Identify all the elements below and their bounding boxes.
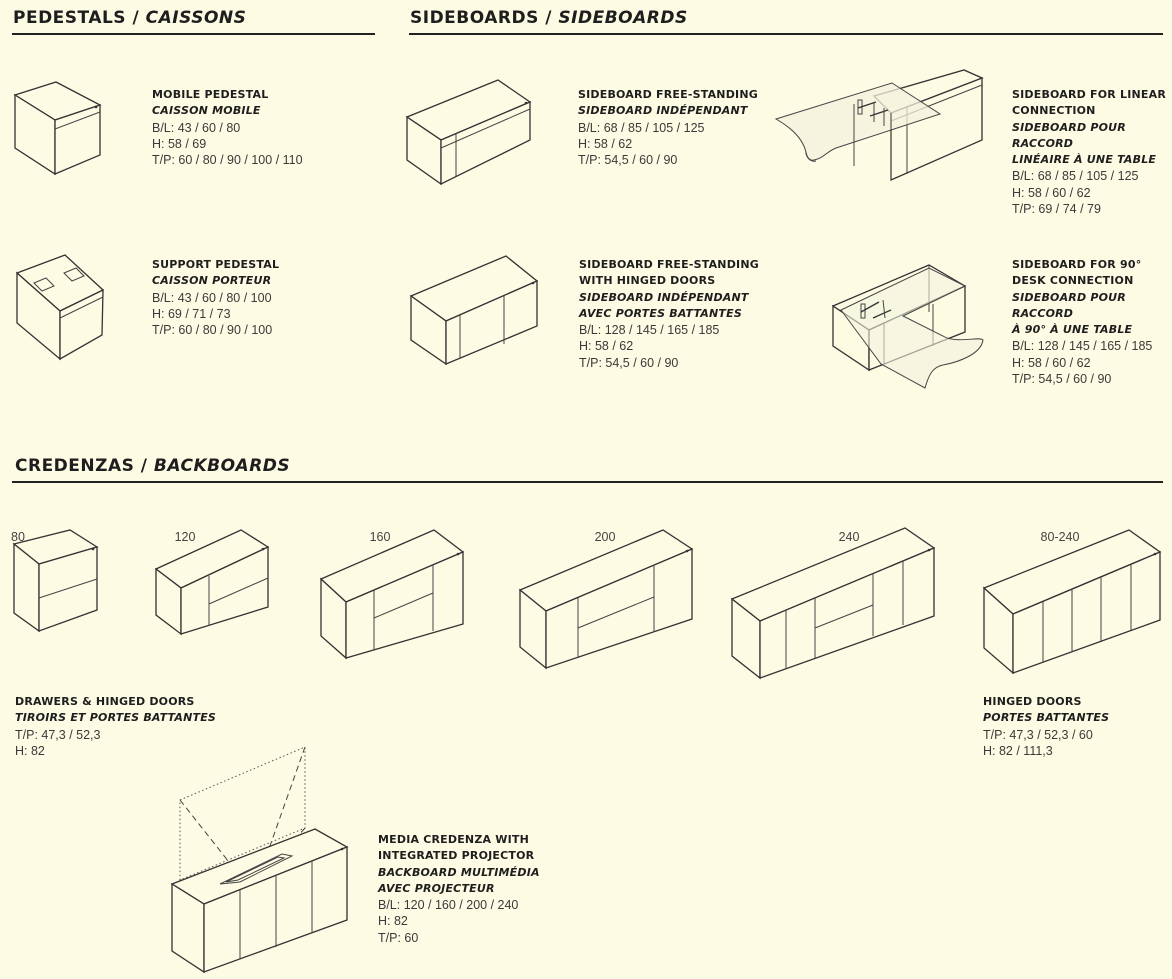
credenza-width-label: 200 <box>594 530 616 544</box>
product-name: SIDEBOARD FREE-STANDING <box>578 88 758 101</box>
spec-height: H: 58 / 60 / 62 <box>1012 355 1091 370</box>
product-name: INTEGRATED PROJECTOR <box>378 849 535 863</box>
sideboard-free-standing-drawing <box>406 80 536 186</box>
sideboard-linear-connection-drawing <box>774 70 990 184</box>
product-name-fr: AVEC PORTES BATTANTES <box>579 306 742 320</box>
spec-height: H: 58 / 62 <box>578 136 633 151</box>
spec-depth: T/P: 69 / 74 / 79 <box>1012 202 1101 217</box>
product-name: MOBILE PEDESTAL <box>152 88 269 101</box>
credenza-200-drawing <box>519 530 695 670</box>
sideboard-hinged-doors-drawing <box>410 256 540 366</box>
product-name-fr: CAISSON MOBILE <box>152 104 261 118</box>
spec-depth: T/P: 60 / 80 / 90 / 100 <box>152 323 273 338</box>
spec-width: B/L: 43 / 60 / 80 / 100 <box>152 290 272 305</box>
section-title-fr: CAISSONS <box>145 8 247 28</box>
section-title-credenzas: CREDENZAS / BACKBOARDS <box>15 456 290 476</box>
product-name: SUPPORT PEDESTAL <box>152 258 280 271</box>
spec-depth: T/P: 54,5 / 60 / 90 <box>1012 372 1112 387</box>
section-rule-pedestals <box>12 33 375 35</box>
product-name: HINGED DOORS <box>983 695 1082 708</box>
section-title-sideboards: SIDEBOARDS / SIDEBOARDS <box>410 8 688 28</box>
spec-depth: T/P: 54,5 / 60 / 90 <box>579 355 679 370</box>
spec-width: B/L: 43 / 60 / 80 <box>152 120 241 135</box>
section-title-en: PEDESTALS <box>13 8 127 28</box>
spec-depth: T/P: 60 / 80 / 90 / 100 / 110 <box>152 153 303 168</box>
section-title-fr: BACKBOARDS <box>153 456 291 476</box>
spec-height: H: 58 / 62 <box>579 339 634 354</box>
product-name: SIDEBOARD FOR 90° <box>1012 258 1142 271</box>
spec-width: B/L: 128 / 145 / 165 / 185 <box>579 323 720 338</box>
credenza-width-label: 240 <box>838 530 860 544</box>
mobile-pedestal-desc: MOBILE PEDESTAL CAISSON MOBILE B/L: 43 /… <box>152 87 303 168</box>
sideboard-90-connection-desc: SIDEBOARD FOR 90° DESK CONNECTION SIDEBO… <box>1012 257 1172 387</box>
spec-height: H: 58 / 69 <box>152 136 207 151</box>
product-name-fr: SIDEBOARD POUR RACCORD <box>1012 120 1126 150</box>
sideboard-90-connection-drawing <box>833 262 973 392</box>
section-title-pedestals: PEDESTALS / CAISSONS <box>13 8 246 28</box>
product-name-fr: SIDEBOARD POUR RACCORD <box>1012 290 1126 320</box>
credenza-width-label: 120 <box>174 530 196 544</box>
spec-width: B/L: 128 / 145 / 165 / 185 <box>1012 339 1153 354</box>
credenza-80-240-drawing <box>983 530 1163 675</box>
support-pedestal-drawing <box>16 255 106 361</box>
product-name: SIDEBOARD FREE-STANDING <box>579 258 759 271</box>
sideboard-linear-connection-desc: SIDEBOARD FOR LINEAR CONNECTION SIDEBOAR… <box>1012 87 1172 217</box>
credenza-240-drawing <box>731 528 936 680</box>
section-rule-credenzas <box>12 481 1163 483</box>
spec-height: H: 82 <box>15 743 45 758</box>
title-separator: / <box>126 8 146 28</box>
product-name-fr: SIDEBOARD INDÉPENDANT <box>578 104 748 118</box>
spec-depth: T/P: 47,3 / 52,3 <box>15 727 101 742</box>
section-title-en: SIDEBOARDS <box>410 8 539 28</box>
spec-depth: T/P: 47,3 / 52,3 / 60 <box>983 727 1093 742</box>
mobile-pedestal-drawing <box>14 82 104 177</box>
product-name: CONNECTION <box>1012 104 1096 118</box>
product-name-fr: AVEC PROJECTEUR <box>378 881 495 895</box>
product-name: DRAWERS & HINGED DOORS <box>15 695 195 708</box>
product-name: SIDEBOARD FOR LINEAR <box>1012 88 1167 101</box>
spec-depth: T/P: 54,5 / 60 / 90 <box>578 153 678 168</box>
section-title-fr: SIDEBOARDS <box>558 8 688 28</box>
section-title-en: CREDENZAS <box>15 456 135 476</box>
product-name-fr: CAISSON PORTEUR <box>152 274 272 288</box>
credenza-width-label: 80 <box>11 530 25 544</box>
credenza-160-drawing <box>320 530 466 660</box>
spec-width: B/L: 120 / 160 / 200 / 240 <box>378 898 519 913</box>
product-name-fr: LINÉAIRE À UNE TABLE <box>1012 153 1157 167</box>
media-credenza-drawing <box>170 744 352 974</box>
support-pedestal-desc: SUPPORT PEDESTAL CAISSON PORTEUR B/L: 43… <box>152 257 279 338</box>
spec-width: B/L: 68 / 85 / 105 / 125 <box>578 120 705 135</box>
sideboard-free-standing-desc: SIDEBOARD FREE-STANDING SIDEBOARD INDÉPE… <box>578 87 758 168</box>
credenza-120-drawing <box>155 530 271 636</box>
product-name-fr: BACKBOARD MULTIMÉDIA <box>378 865 540 879</box>
spec-height: H: 82 <box>378 914 408 929</box>
product-name-fr: SIDEBOARD INDÉPENDANT <box>579 290 749 304</box>
product-name: MEDIA CREDENZA WITH <box>378 833 529 846</box>
media-credenza-desc: MEDIA CREDENZA WITH INTEGRATED PROJECTOR… <box>378 832 540 946</box>
product-name-fr: TIROIRS ET PORTES BATTANTES <box>15 711 217 725</box>
product-name: DESK CONNECTION <box>1012 274 1134 288</box>
credenza-drawers-desc: DRAWERS & HINGED DOORS TIROIRS ET PORTES… <box>15 694 216 759</box>
section-rule-sideboards <box>409 33 1163 35</box>
sideboard-hinged-doors-desc: SIDEBOARD FREE-STANDING WITH HINGED DOOR… <box>579 257 759 371</box>
spec-height: H: 58 / 60 / 62 <box>1012 185 1091 200</box>
credenza-width-label: 160 <box>369 530 391 544</box>
title-separator: / <box>134 456 154 476</box>
product-name-fr: À 90° À UNE TABLE <box>1012 323 1133 337</box>
spec-height: H: 69 / 71 / 73 <box>152 306 231 321</box>
spec-depth: T/P: 60 <box>378 930 419 945</box>
product-name: WITH HINGED DOORS <box>579 274 716 288</box>
credenza-80-drawing <box>13 530 99 634</box>
spec-height: H: 82 / 111,3 <box>983 743 1053 758</box>
product-name-fr: PORTES BATTANTES <box>983 711 1110 725</box>
credenza-width-label: 80-240 <box>1040 530 1080 544</box>
credenza-hinged-desc: HINGED DOORS PORTES BATTANTES T/P: 47,3 … <box>983 694 1109 759</box>
title-separator: / <box>538 8 559 28</box>
spec-width: B/L: 68 / 85 / 105 / 125 <box>1012 169 1139 184</box>
